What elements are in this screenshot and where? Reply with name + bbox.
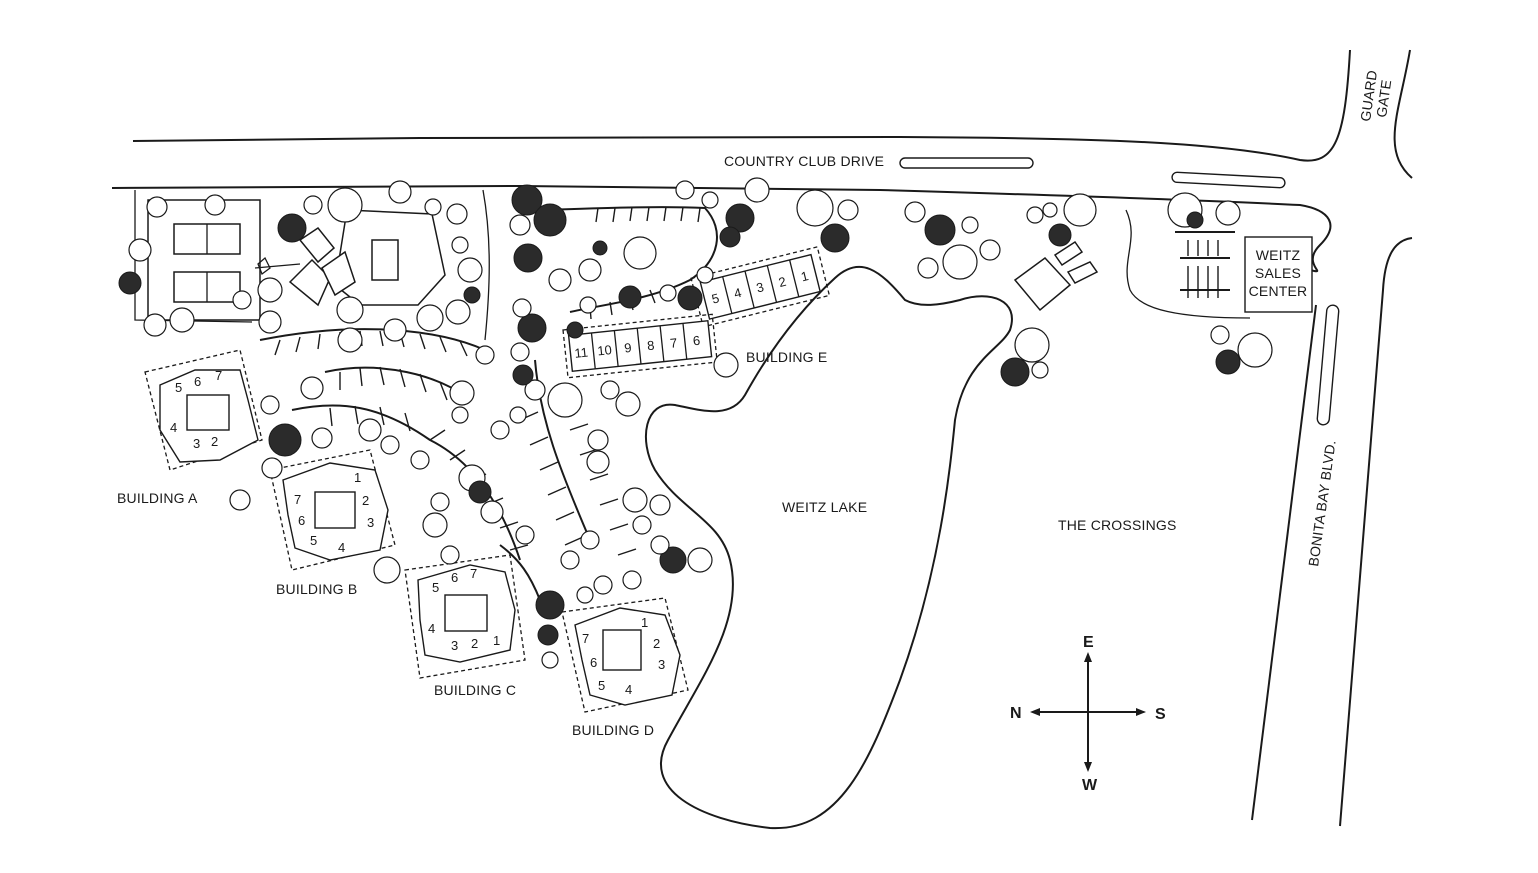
building-b-label: BUILDING B: [276, 581, 357, 597]
building-c-unit-label: 5: [432, 580, 439, 595]
building-d-unit-label: 3: [658, 657, 665, 672]
building-e-lower-wing: 11 10 9 8 7 6: [562, 313, 718, 379]
building-b-unit-label: 5: [310, 533, 317, 548]
weitz-sales-center: WEITZ SALES CENTER: [1244, 236, 1313, 313]
building-e-unit-label: 3: [755, 279, 766, 295]
country-club-drive-road: [111, 49, 1413, 273]
weitz-lake: [644, 265, 1013, 830]
compass-rose: E W N S: [1010, 634, 1166, 794]
building-a-unit-label: 7: [215, 368, 222, 383]
building-b-unit-label: 3: [367, 515, 374, 530]
compass-south-label: S: [1155, 706, 1166, 723]
arrow-up-icon: [1084, 652, 1092, 662]
building-c-unit-label: 3: [451, 638, 458, 653]
parking-areas: [259, 206, 1235, 601]
building-c-unit-label: 1: [493, 633, 500, 648]
pool: [371, 239, 399, 281]
building-b-unit-label: 4: [338, 540, 345, 555]
building-e: 5 4 3 2 1: [690, 246, 831, 328]
building-d-unit-label: 6: [590, 655, 597, 670]
sales-center-label-line: SALES: [1255, 265, 1301, 281]
country-club-drive-label: COUNTRY CLUB DRIVE: [724, 153, 884, 169]
arrow-down-icon: [1084, 762, 1092, 772]
building-e-unit-label: 1: [799, 268, 810, 284]
building-b-unit-label: 6: [298, 513, 305, 528]
building-e-unit-label: 9: [623, 340, 632, 356]
recreation-area: [147, 199, 446, 321]
building-e-label: BUILDING E: [746, 349, 827, 365]
building-c-label: BUILDING C: [434, 682, 516, 698]
building-e-unit-label: 11: [574, 345, 589, 361]
building-c-unit-label: 4: [428, 621, 435, 636]
building-e-unit-label: 8: [646, 338, 655, 354]
arrow-left-icon: [1030, 708, 1040, 716]
guard-gate-label-line: GUARD: [1357, 69, 1380, 122]
building-a-unit-label: 6: [194, 374, 201, 389]
building-e-unit-label: 10: [597, 342, 613, 358]
building-b-unit-label: 7: [294, 492, 301, 507]
arrow-right-icon: [1136, 708, 1146, 716]
guard-gate-label-line: GATE: [1373, 79, 1394, 119]
crossings-parking: [1013, 240, 1099, 312]
compass-east-label: E: [1083, 634, 1094, 651]
building-c-unit-label: 7: [470, 566, 477, 581]
the-crossings-label: THE CROSSINGS: [1058, 517, 1177, 533]
building-e-unit-label: 7: [669, 335, 678, 351]
building-a-unit-label: 3: [193, 436, 200, 451]
building-a-unit-label: 4: [170, 420, 177, 435]
building-e-unit-label: 6: [692, 333, 701, 349]
compass-west-label: W: [1082, 777, 1098, 794]
building-d: 7 1 2 6 3 5 4: [561, 597, 689, 713]
building-b-unit-label: 2: [362, 493, 369, 508]
sales-center-label-line: WEITZ: [1256, 247, 1301, 263]
building-a-label: BUILDING A: [117, 490, 198, 506]
building-a-unit-label: 2: [211, 434, 218, 449]
building-b-unit-label: 1: [354, 470, 361, 485]
building-b: 7 1 6 2 3 5 4: [269, 449, 396, 571]
building-e-unit-label: 5: [710, 290, 721, 306]
sales-center-label-line: CENTER: [1249, 283, 1308, 299]
bonita-bay-blvd-road: [1251, 237, 1413, 827]
building-a-unit-label: 5: [175, 380, 182, 395]
building-c: 5 6 7 4 3 2 1: [404, 554, 526, 679]
compass-north-label: N: [1010, 705, 1022, 722]
building-d-unit-label: 2: [653, 636, 660, 651]
landscaping-trees: [118, 177, 1273, 669]
site-perimeter: [134, 189, 1251, 341]
building-d-unit-label: 4: [625, 682, 632, 697]
building-d-unit-label: 7: [582, 631, 589, 646]
building-e-unit-label: 4: [732, 285, 743, 301]
building-d-unit-label: 1: [641, 615, 648, 630]
building-d-label: BUILDING D: [572, 722, 654, 738]
building-d-unit-label: 5: [598, 678, 605, 693]
weitz-lake-label: WEITZ LAKE: [782, 499, 867, 515]
building-c-unit-label: 2: [471, 636, 478, 651]
building-a: 5 6 7 4 3 2: [144, 349, 263, 471]
building-c-unit-label: 6: [451, 570, 458, 585]
building-e-unit-label: 2: [777, 274, 788, 290]
bonita-bay-blvd-label: BONITA BAY BLVD.: [1305, 439, 1339, 567]
